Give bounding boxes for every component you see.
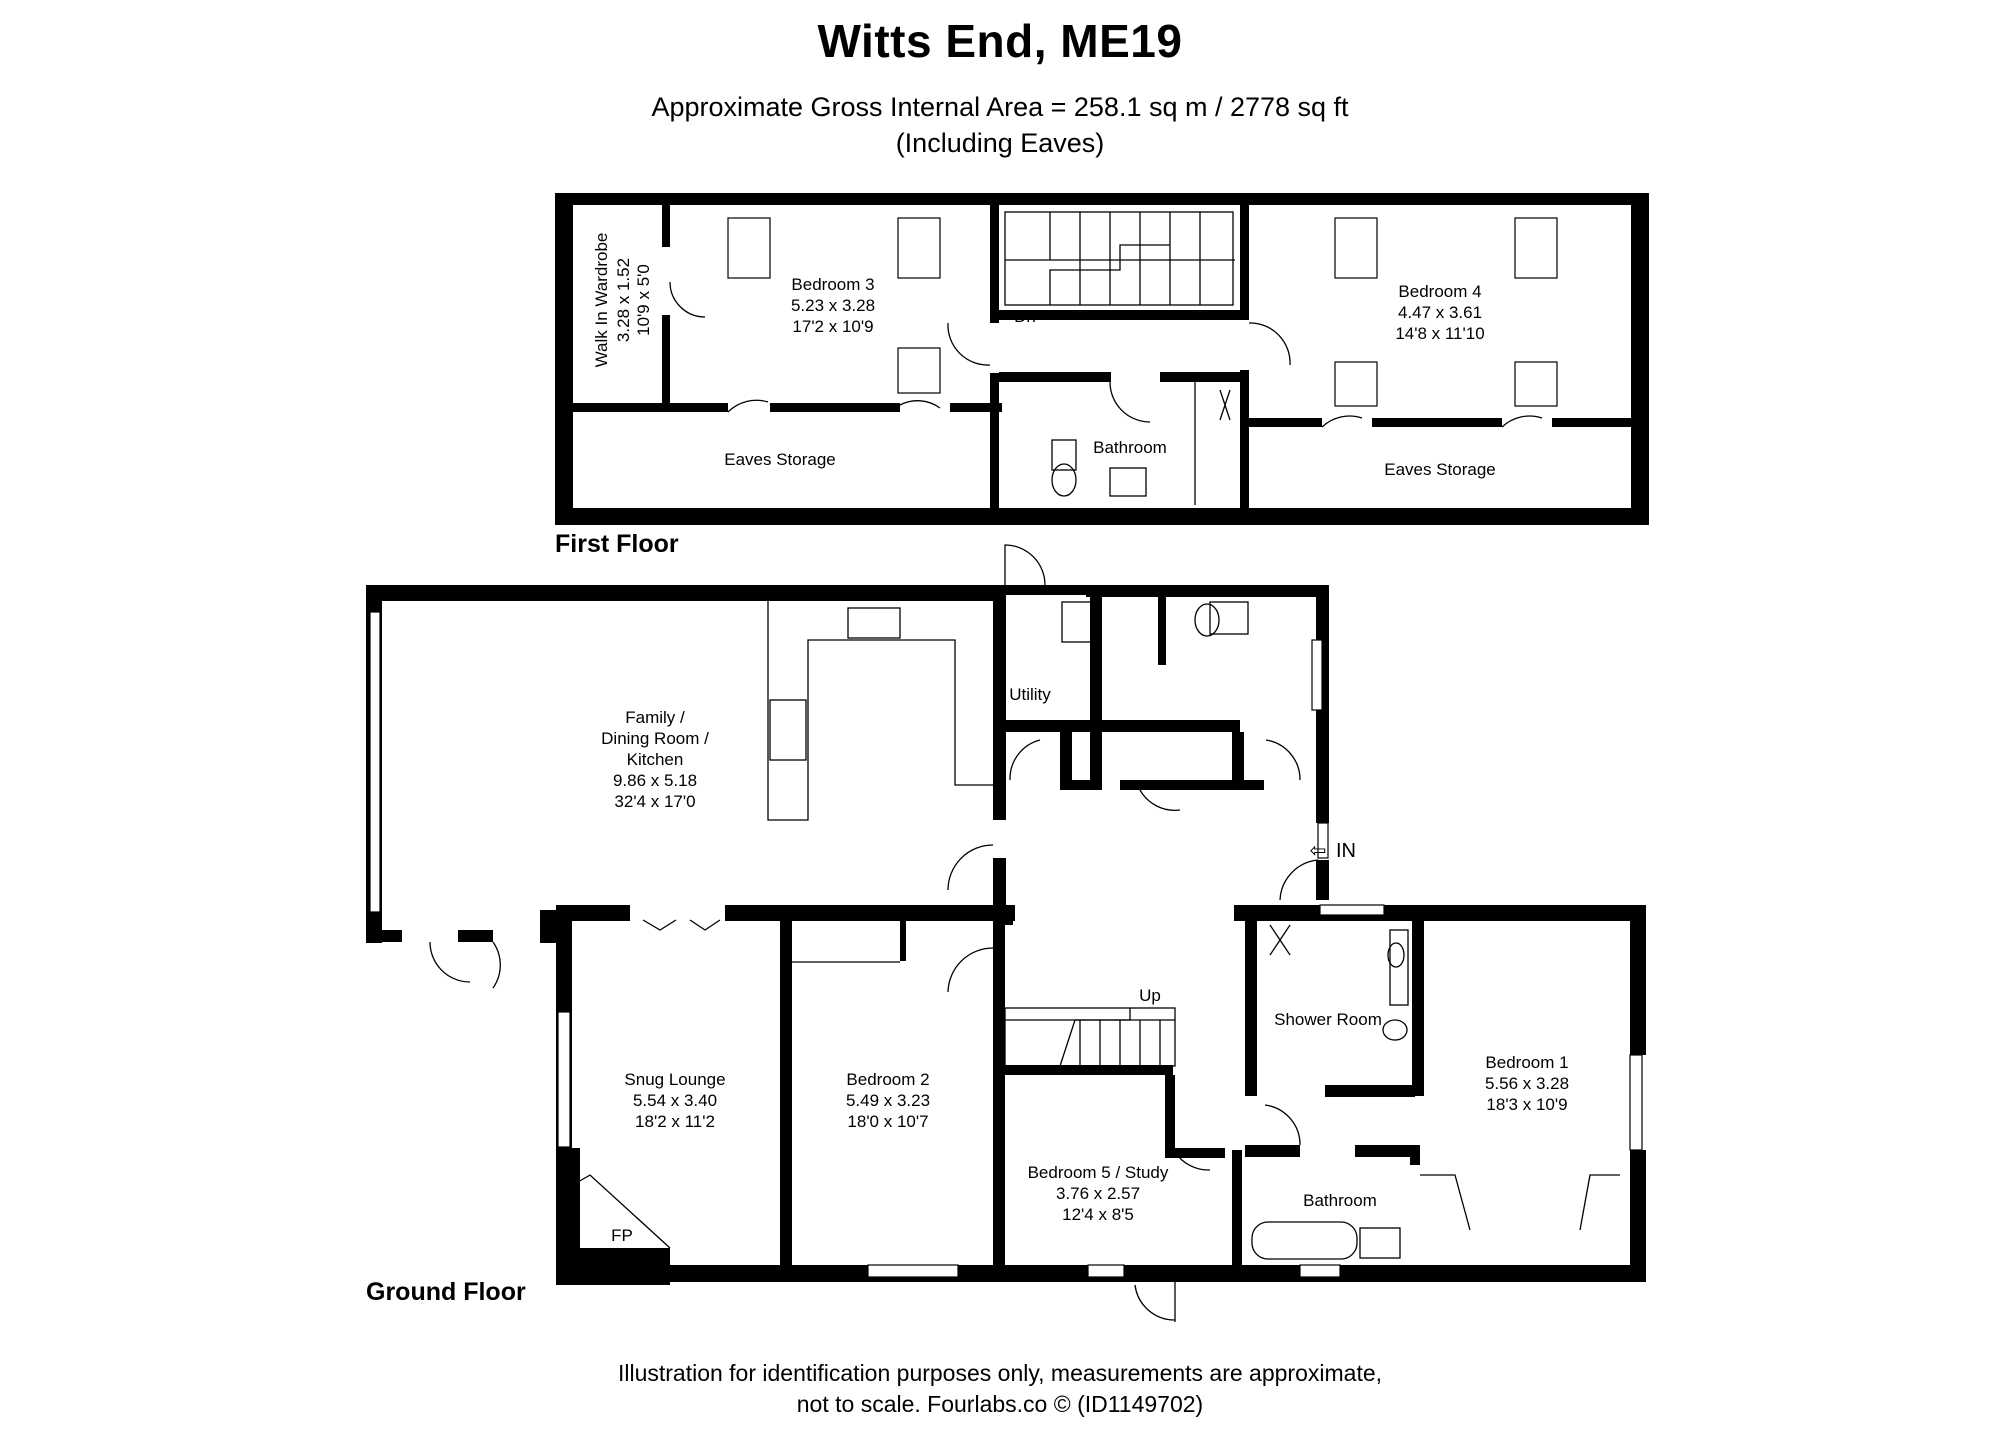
kitchen-units [767, 601, 993, 821]
stairs-up-label: Up [1139, 986, 1161, 1005]
bedroom1-imperial: 18'3 x 10'9 [1486, 1095, 1567, 1114]
bedroom2-name: Bedroom 2 [846, 1070, 929, 1089]
snug-metric: 5.54 x 3.40 [633, 1091, 717, 1110]
utility-label: Utility [1009, 685, 1051, 704]
stairs-ground-floor [1004, 1007, 1176, 1067]
bedroom2-metric: 5.49 x 3.23 [846, 1091, 930, 1110]
eaves-note: (Including Eaves) [895, 128, 1105, 158]
bedroom5-name: Bedroom 5 / Study [1028, 1163, 1169, 1182]
fireplace-label: FP [611, 1226, 633, 1245]
family-imperial: 32'4 x 17'0 [614, 792, 695, 811]
wardrobe-metric: 3.28 x 1.52 [614, 258, 633, 342]
eaves-storage-left: Eaves Storage [724, 450, 836, 469]
snug-name: Snug Lounge [624, 1070, 725, 1089]
bedroom2-imperial: 18'0 x 10'7 [847, 1112, 928, 1131]
bedroom3-metric: 5.23 x 3.28 [791, 296, 875, 315]
doors-first-floor [669, 281, 1543, 428]
bedroom1-metric: 5.56 x 3.28 [1485, 1074, 1569, 1093]
page-title: Witts End, ME19 [817, 15, 1183, 67]
first-floor-bathroom-label: Bathroom [1093, 438, 1167, 457]
stairs-first-floor [1004, 211, 1235, 306]
family-metric: 9.86 x 5.18 [613, 771, 697, 790]
ground-floor-plan: Family / Dining Room / Kitchen 9.86 x 5.… [366, 544, 1646, 1322]
entrance-arrow-icon: ⇦ [1310, 840, 1327, 862]
family-name-2: Dining Room / [601, 729, 709, 748]
doors-ground-floor [429, 544, 1301, 1322]
disclaimer-line-1: Illustration for identification purposes… [617, 1360, 1383, 1386]
bedroom5-imperial: 12'4 x 8'5 [1062, 1205, 1134, 1224]
entrance-label: IN [1336, 840, 1356, 862]
bedroom4-imperial: 14'8 x 11'10 [1395, 324, 1484, 343]
shower-room-label: Shower Room [1274, 1010, 1382, 1029]
first-floor-label: First Floor [555, 530, 679, 558]
family-name-3: Kitchen [627, 750, 684, 769]
stairs-down-label: Dn [1014, 307, 1036, 326]
ground-bathroom-label: Bathroom [1303, 1191, 1377, 1210]
first-floor-plan: Walk In Wardrobe 3.28 x 1.52 10'9 x 5'0 … [555, 193, 1649, 525]
ground-floor-label: Ground Floor [366, 1278, 526, 1306]
wardrobe-imperial: 10'9 x 5'0 [634, 264, 653, 336]
bedroom4-metric: 4.47 x 3.61 [1398, 303, 1482, 322]
bedroom4-name: Bedroom 4 [1398, 282, 1481, 301]
bedroom5-metric: 3.76 x 2.57 [1056, 1184, 1140, 1203]
bedroom3-imperial: 17'2 x 10'9 [792, 317, 873, 336]
roof-windows [727, 217, 1558, 407]
eaves-storage-right: Eaves Storage [1384, 460, 1496, 479]
snug-imperial: 18'2 x 11'2 [635, 1112, 715, 1131]
family-name-1: Family / [625, 708, 685, 727]
bedroom1-name: Bedroom 1 [1485, 1053, 1568, 1072]
bedroom3-name: Bedroom 3 [791, 275, 874, 294]
gross-area-text: Approximate Gross Internal Area = 258.1 … [651, 92, 1349, 122]
first-floor-bathroom-fittings [1051, 382, 1231, 505]
wardrobe-name: Walk In Wardrobe [592, 233, 611, 368]
disclaimer-line-2: not to scale. Fourlabs.co © (ID1149702) [796, 1391, 1204, 1417]
